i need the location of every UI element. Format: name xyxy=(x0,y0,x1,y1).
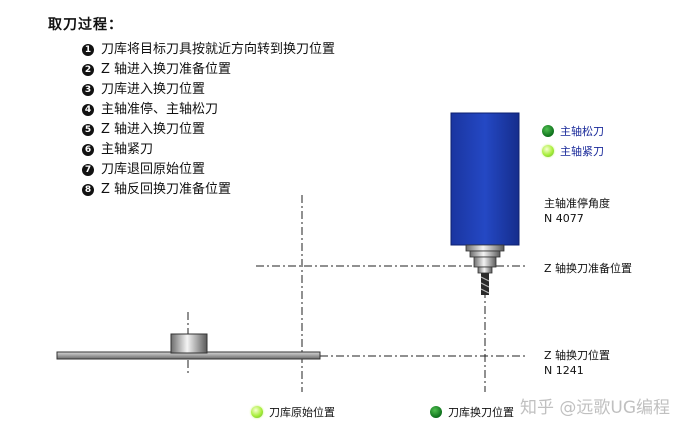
legend-label: 主轴松刀 xyxy=(560,125,604,138)
step-text: 刀库将目标刀具按就近方向转到换刀位置 xyxy=(101,42,336,57)
step-item: 7 刀库退回原始位置 xyxy=(82,160,335,180)
z-prepare-label: Z 轴换刀准备位置 xyxy=(544,262,633,275)
step-item: 1 刀库将目标刀具按就近方向转到换刀位置 xyxy=(82,40,335,60)
step-item: 4 主轴准停、主轴松刀 xyxy=(82,100,335,120)
step-list: 1 刀库将目标刀具按就近方向转到换刀位置 2 Z 轴进入换刀准备位置 3 刀库进入换刀… xyxy=(82,40,335,200)
step-number-icon: 6 xyxy=(82,144,94,156)
step-item: 8 Z 轴反回换刀准备位置 xyxy=(82,180,335,200)
legend-spindle-clamp: 主轴紧刀 xyxy=(542,143,604,159)
z-change-value: N 1241 xyxy=(544,364,584,377)
spindle-tool-holder xyxy=(465,244,505,274)
step-text: 主轴准停、主轴松刀 xyxy=(101,102,219,117)
step-text: 刀库退回原始位置 xyxy=(101,162,206,177)
step-number-icon: 3 xyxy=(82,84,94,96)
orient-angle-value: N 4077 xyxy=(544,212,584,225)
step-text: Z 轴进入换刀位置 xyxy=(101,122,206,137)
step-item: 2 Z 轴进入换刀准备位置 xyxy=(82,60,335,80)
magazine-tool-holder xyxy=(170,333,208,354)
step-number-icon: 4 xyxy=(82,104,94,116)
step-number-icon: 1 xyxy=(82,44,94,56)
step-item: 5 Z 轴进入换刀位置 xyxy=(82,120,335,140)
magazine-change-label: 刀库换刀位置 xyxy=(448,406,514,419)
step-text: Z 轴进入换刀准备位置 xyxy=(101,62,232,77)
step-text: 主轴紧刀 xyxy=(101,142,154,157)
step-text: 刀库进入换刀位置 xyxy=(101,82,206,97)
magazine-home-indicator: 刀库原始位置 xyxy=(251,404,335,420)
z-change-label: Z 轴换刀位置 xyxy=(544,349,611,362)
magazine-change-indicator: 刀库换刀位置 xyxy=(430,404,514,420)
spindle-body xyxy=(450,112,520,246)
step-item: 6 主轴紧刀 xyxy=(82,140,335,160)
step-number-icon: 8 xyxy=(82,184,94,196)
indicator-light-green-icon xyxy=(251,406,263,418)
indicator-dark-green-icon xyxy=(542,125,554,137)
watermark: 知乎 @远歌UG编程 xyxy=(519,398,670,418)
step-number-icon: 7 xyxy=(82,164,94,176)
cutting-tool xyxy=(480,273,490,295)
legend-spindle-unclamp: 主轴松刀 xyxy=(542,123,604,139)
page-title: 取刀过程： xyxy=(48,17,123,33)
step-text: Z 轴反回换刀准备位置 xyxy=(101,182,232,197)
indicator-light-green-icon xyxy=(542,145,554,157)
legend-label: 主轴紧刀 xyxy=(560,145,604,158)
step-number-icon: 2 xyxy=(82,64,94,76)
indicator-dark-green-icon xyxy=(430,406,442,418)
step-number-icon: 5 xyxy=(82,124,94,136)
step-item: 3 刀库进入换刀位置 xyxy=(82,80,335,100)
magazine-home-label: 刀库原始位置 xyxy=(269,406,335,419)
orient-angle-title: 主轴准停角度 xyxy=(544,197,610,210)
